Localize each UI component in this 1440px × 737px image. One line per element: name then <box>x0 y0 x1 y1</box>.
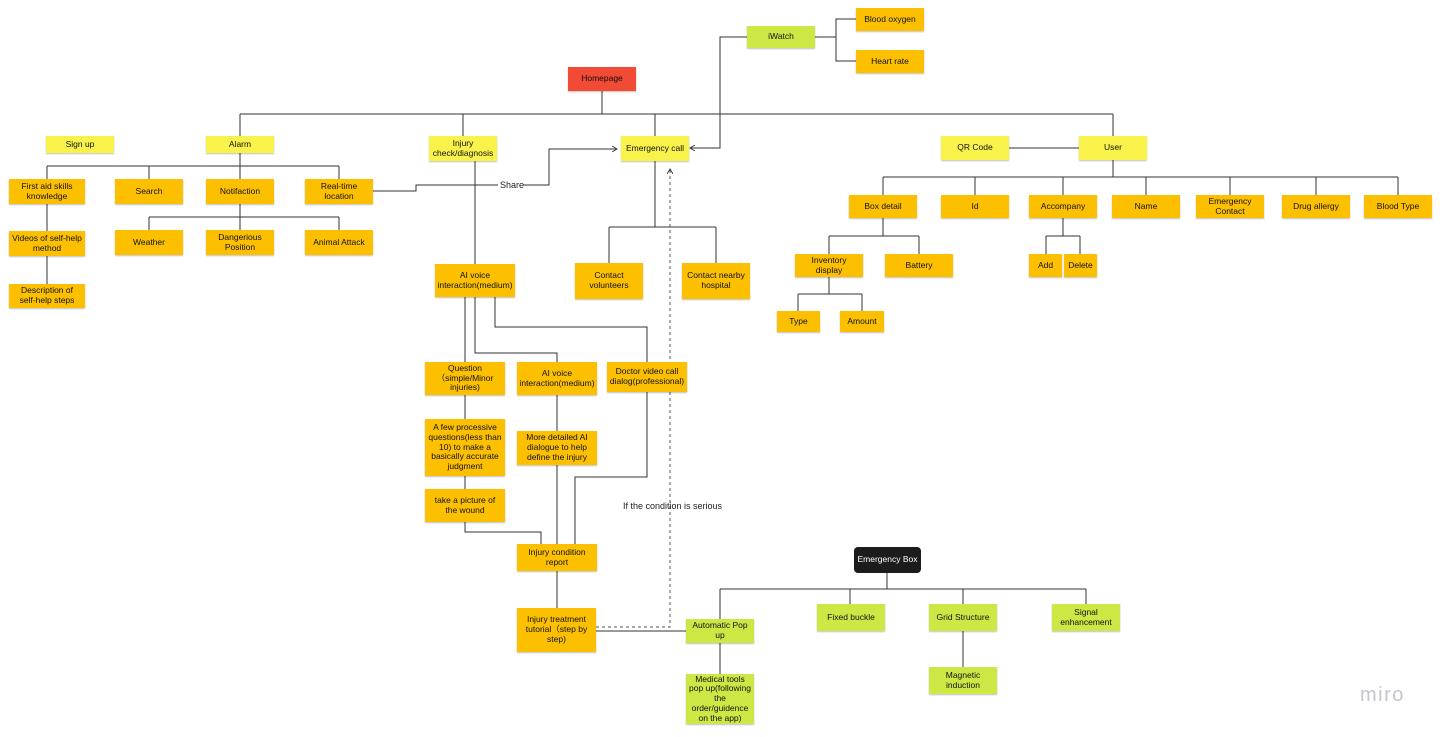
node-videos-selfhelp[interactable]: Videos of self-help method <box>9 231 85 256</box>
node-notifaction[interactable]: Notifaction <box>206 179 274 204</box>
node-search[interactable]: Search <box>115 179 183 204</box>
node-emergency-call[interactable]: Emergency call <box>621 136 689 161</box>
node-magnetic-induction[interactable]: Magnetic induction <box>929 667 997 694</box>
connector <box>373 184 498 192</box>
node-type[interactable]: Type <box>777 311 820 332</box>
node-homepage[interactable]: Homepage <box>568 67 636 91</box>
node-animal-attack[interactable]: Animal Attack <box>305 230 373 255</box>
node-sign-up[interactable]: Sign up <box>46 136 114 153</box>
node-name[interactable]: Name <box>1112 195 1180 218</box>
node-take-picture[interactable]: take a picture of the wound <box>425 489 505 522</box>
node-delete[interactable]: Delete <box>1064 254 1097 277</box>
node-first-aid[interactable]: First aid skills knowledge <box>9 179 85 204</box>
node-realtime-location[interactable]: Real-time location <box>305 179 373 204</box>
node-ai-voice-main[interactable]: AI voice interaction(medium) <box>435 264 515 297</box>
node-signal-enhancement[interactable]: Signal enhancement <box>1052 604 1120 631</box>
node-fixed-buckle[interactable]: Fixed buckle <box>817 604 885 631</box>
miro-logo: miro <box>1360 684 1405 706</box>
connector <box>464 522 542 544</box>
node-battery[interactable]: Battery <box>885 254 953 277</box>
node-emergency-box[interactable]: Emergency Box <box>854 547 921 573</box>
node-alarm[interactable]: Alarm <box>206 136 274 153</box>
label-share: Share <box>500 180 525 190</box>
node-blood-oxygen[interactable]: Blood oxygen <box>856 8 924 31</box>
connector <box>815 18 856 38</box>
node-doctor-video[interactable]: Doctor video call dialog(professional) <box>607 362 687 392</box>
node-drug-allergy[interactable]: Drug allergy <box>1282 195 1350 218</box>
node-id[interactable]: Id <box>941 195 1009 218</box>
connector <box>474 297 558 362</box>
node-contact-volunteers[interactable]: Contact volunteers <box>575 263 643 299</box>
dashed-connector <box>596 169 670 628</box>
node-question-simple[interactable]: Question（simple/Minor injuries) <box>425 362 505 395</box>
node-injury-report[interactable]: Injury condition report <box>517 544 597 571</box>
node-box-detail[interactable]: Box detail <box>849 195 917 218</box>
node-desc-selfhelp[interactable]: Description of self-help steps <box>9 284 85 308</box>
node-blood-type[interactable]: Blood Type <box>1364 195 1432 218</box>
connector <box>574 392 648 544</box>
node-medical-tools[interactable]: Medical tools pop up(following the order… <box>686 674 754 724</box>
node-accompany[interactable]: Accompany <box>1029 195 1097 218</box>
node-add[interactable]: Add <box>1029 254 1062 277</box>
label-if-serious: If the condition is serious <box>623 501 723 511</box>
node-inventory-display[interactable]: Inventory display <box>795 254 863 277</box>
node-user[interactable]: User <box>1079 136 1147 160</box>
node-treatment-tutorial[interactable]: Injury treatment tutorial（step by step) <box>517 608 596 652</box>
node-injury-check[interactable]: Injury check/diagnosis <box>429 136 497 161</box>
node-emergency-contact[interactable]: Emergency Contact <box>1196 195 1264 218</box>
node-heart-rate[interactable]: Heart rate <box>856 50 924 73</box>
node-ai-voice-sub[interactable]: AI voice interaction(medium) <box>517 362 597 395</box>
connector <box>523 149 617 186</box>
connector <box>835 37 856 62</box>
node-amount[interactable]: Amount <box>840 311 884 332</box>
connector <box>690 36 747 148</box>
node-grid-structure[interactable]: Grid Structure <box>929 604 997 631</box>
node-detailed-ai[interactable]: More detailed AI dialogue to help define… <box>517 431 597 465</box>
node-auto-popup[interactable]: Automatic Pop up <box>686 619 754 643</box>
connector <box>494 297 648 362</box>
node-dangerious-position[interactable]: Dangerious Position <box>206 230 274 255</box>
node-few-questions[interactable]: A few processive questions(less than 10)… <box>425 419 505 476</box>
node-iwatch[interactable]: iWatch <box>747 26 815 48</box>
node-weather[interactable]: Weather <box>115 230 183 255</box>
node-qr-code[interactable]: QR Code <box>941 136 1009 160</box>
node-contact-hospital[interactable]: Contact nearby hospital <box>682 263 750 299</box>
